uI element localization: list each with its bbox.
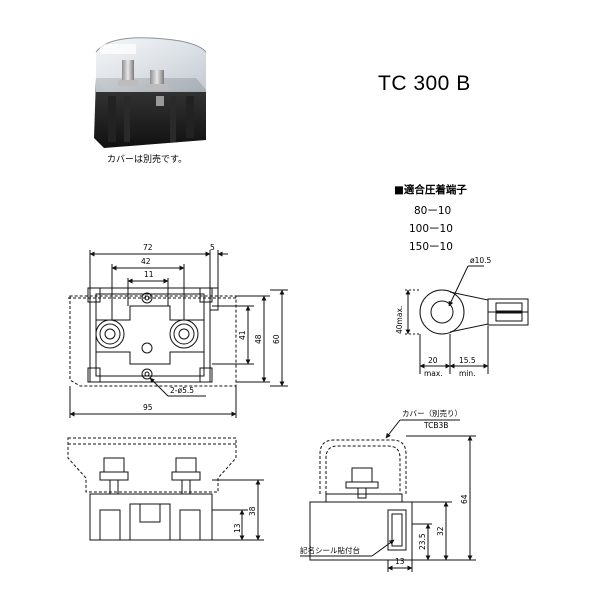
lug-hole-label: ø10.5	[470, 256, 492, 265]
cover-label: カバー（別売り）	[402, 408, 462, 418]
lug-d2-note: min.	[459, 369, 476, 378]
seal-label: 記名シール貼付台	[300, 545, 360, 555]
dim-mount-holes: 2-ø5.5	[170, 386, 194, 395]
dim-inner: 11	[144, 270, 154, 279]
model-title: TC 300 B	[378, 72, 471, 95]
crimp-lug-drawing	[405, 265, 529, 374]
dim-front-foot: 13	[233, 523, 242, 533]
dim-overall: 72	[143, 243, 153, 252]
product-photo	[94, 37, 207, 148]
lug-d1-label: 20	[428, 356, 438, 365]
cover-part-number: TCB3B	[423, 421, 448, 430]
terminal-item-3: 150ー10	[409, 241, 453, 253]
side-view-drawing	[300, 419, 476, 572]
lug-width-label: 40max.	[395, 306, 404, 334]
dim-h1: 41	[238, 330, 247, 340]
dim-side-total: 64	[460, 494, 469, 504]
dim-h3: 60	[272, 334, 281, 344]
dim-side-base: 13	[395, 557, 405, 566]
dim-side-body: 32	[436, 526, 445, 536]
dim-side-mid: 23.5	[418, 533, 427, 550]
dim-pitch: 42	[141, 257, 151, 266]
lug-d2-label: 15.5	[459, 356, 476, 365]
terminal-item-2: 100ー10	[409, 223, 453, 235]
top-view-drawing	[68, 250, 288, 418]
dim-offset: 5	[210, 243, 215, 252]
lug-d1-note: max.	[424, 369, 443, 378]
dim-base: 95	[143, 403, 153, 412]
dim-front-height: 38	[248, 506, 257, 516]
terminals-heading: ■適合圧着端子	[394, 183, 467, 196]
photo-caption: カバーは別売です。	[107, 153, 187, 165]
terminal-item-1: 80ー10	[414, 205, 451, 217]
dim-h2: 48	[254, 334, 263, 344]
front-view-drawing	[67, 437, 264, 541]
